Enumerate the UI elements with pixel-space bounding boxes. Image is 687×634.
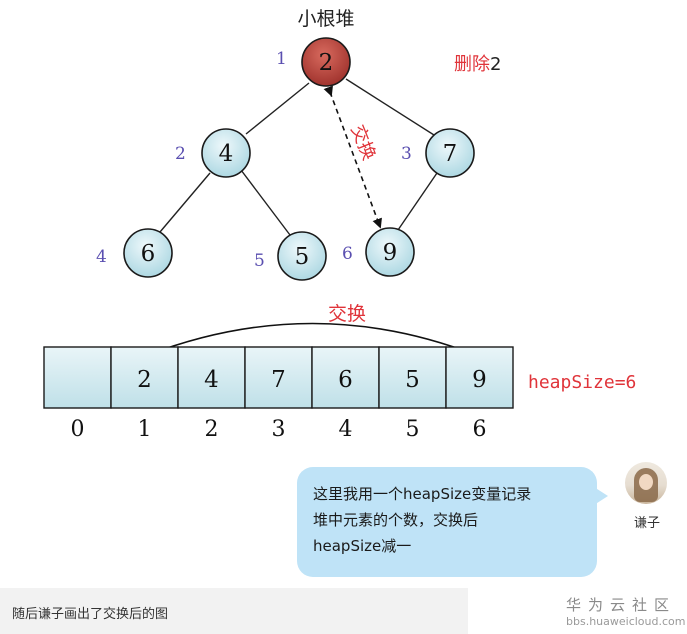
heap-size-label: heapSize=6: [528, 372, 636, 393]
chat-line-1: 这里我用一个heapSize变量记录: [313, 485, 532, 503]
array-swap-arrow: [141, 322, 481, 362]
tree-node-index: 2: [175, 144, 186, 164]
chat-line-2: 堆中元素的个数，交换后: [313, 511, 479, 529]
tree-node: [123, 228, 173, 278]
array-cell: [445, 346, 514, 409]
author-avatar: [625, 462, 667, 504]
array-cell-value: 2: [137, 367, 152, 393]
tree-node-index: 1: [276, 49, 287, 69]
tree-node: [365, 227, 415, 277]
tree-node-value: 2: [319, 50, 334, 76]
caption-text: 随后谦子画出了交换后的图: [12, 607, 169, 622]
chat-bubble-tail: [594, 487, 608, 505]
array-cell-value: 9: [472, 367, 487, 393]
diagram-title: 小根堆: [297, 8, 354, 30]
array-index: 1: [138, 417, 152, 442]
delete-value: 2: [490, 54, 501, 75]
tree-node-root: [301, 37, 351, 87]
caption-bar: 随后谦子画出了交换后的图: [0, 588, 468, 634]
heap-array: 0 2 1 4 2 7 3 6 4 5 5 9 6: [43, 346, 514, 442]
edge-2-5: [240, 169, 291, 236]
delete-label: 删除: [454, 54, 490, 75]
array-cell-value: 5: [405, 367, 420, 393]
edge-1-2: [245, 82, 310, 135]
array-cell: [43, 346, 112, 409]
array-cell-value: 7: [271, 367, 286, 393]
array-cell-value: 4: [204, 367, 219, 393]
array-index: 0: [71, 417, 85, 442]
edge-3-6: [397, 172, 438, 231]
tree-node-value: 7: [443, 141, 458, 167]
array-cell-value: 6: [338, 367, 353, 393]
array-index: 5: [406, 417, 420, 442]
array-cell: [177, 346, 246, 409]
tree-node-index: 6: [342, 244, 353, 264]
array-cell: [110, 346, 179, 409]
tree-node-index: 5: [254, 251, 265, 271]
tree-swap-label: 交换: [346, 122, 379, 163]
tree-node-index: 3: [401, 144, 412, 164]
tree-node-value: 6: [141, 241, 156, 267]
chat-bubble: 这里我用一个heapSize变量记录 堆中元素的个数，交换后 heapSize减…: [297, 467, 597, 577]
tree-node: [201, 128, 251, 178]
watermark-title: 华为云社区: [566, 596, 677, 614]
tree-nodes: 2 1 4 2 7 3 6 4 5 5 9 6: [96, 37, 475, 281]
array-cell: [378, 346, 447, 409]
tree-node-index: 4: [96, 247, 107, 267]
tree-node-value: 5: [295, 244, 310, 270]
watermark-url: bbs.huaweicloud.com: [566, 615, 686, 628]
author-name: 谦子: [633, 516, 660, 531]
tree-node: [277, 231, 327, 281]
array-index: 6: [473, 417, 487, 442]
tree-node-value: 4: [219, 141, 234, 167]
array-swap-label: 交换: [328, 303, 366, 325]
tree-node-value: 9: [383, 240, 398, 266]
tree-swap-arrow: [323, 85, 382, 229]
tree-node: [425, 128, 475, 178]
delete-annotation: 删除2: [454, 54, 501, 75]
array-index: 4: [339, 417, 353, 442]
array-index: 3: [272, 417, 286, 442]
array-index: 2: [205, 417, 219, 442]
edge-2-4: [159, 172, 211, 233]
chat-line-3: heapSize减一: [313, 537, 412, 555]
